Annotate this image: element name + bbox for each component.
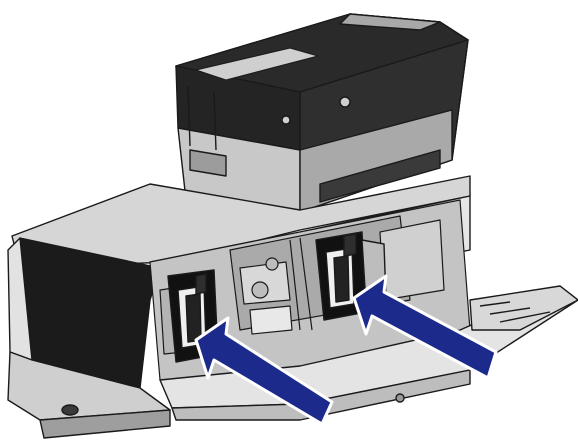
insert-arrow-left-icon	[194, 316, 334, 426]
insert-arrow-right-icon	[352, 274, 498, 380]
laminator-module	[175, 13, 469, 213]
